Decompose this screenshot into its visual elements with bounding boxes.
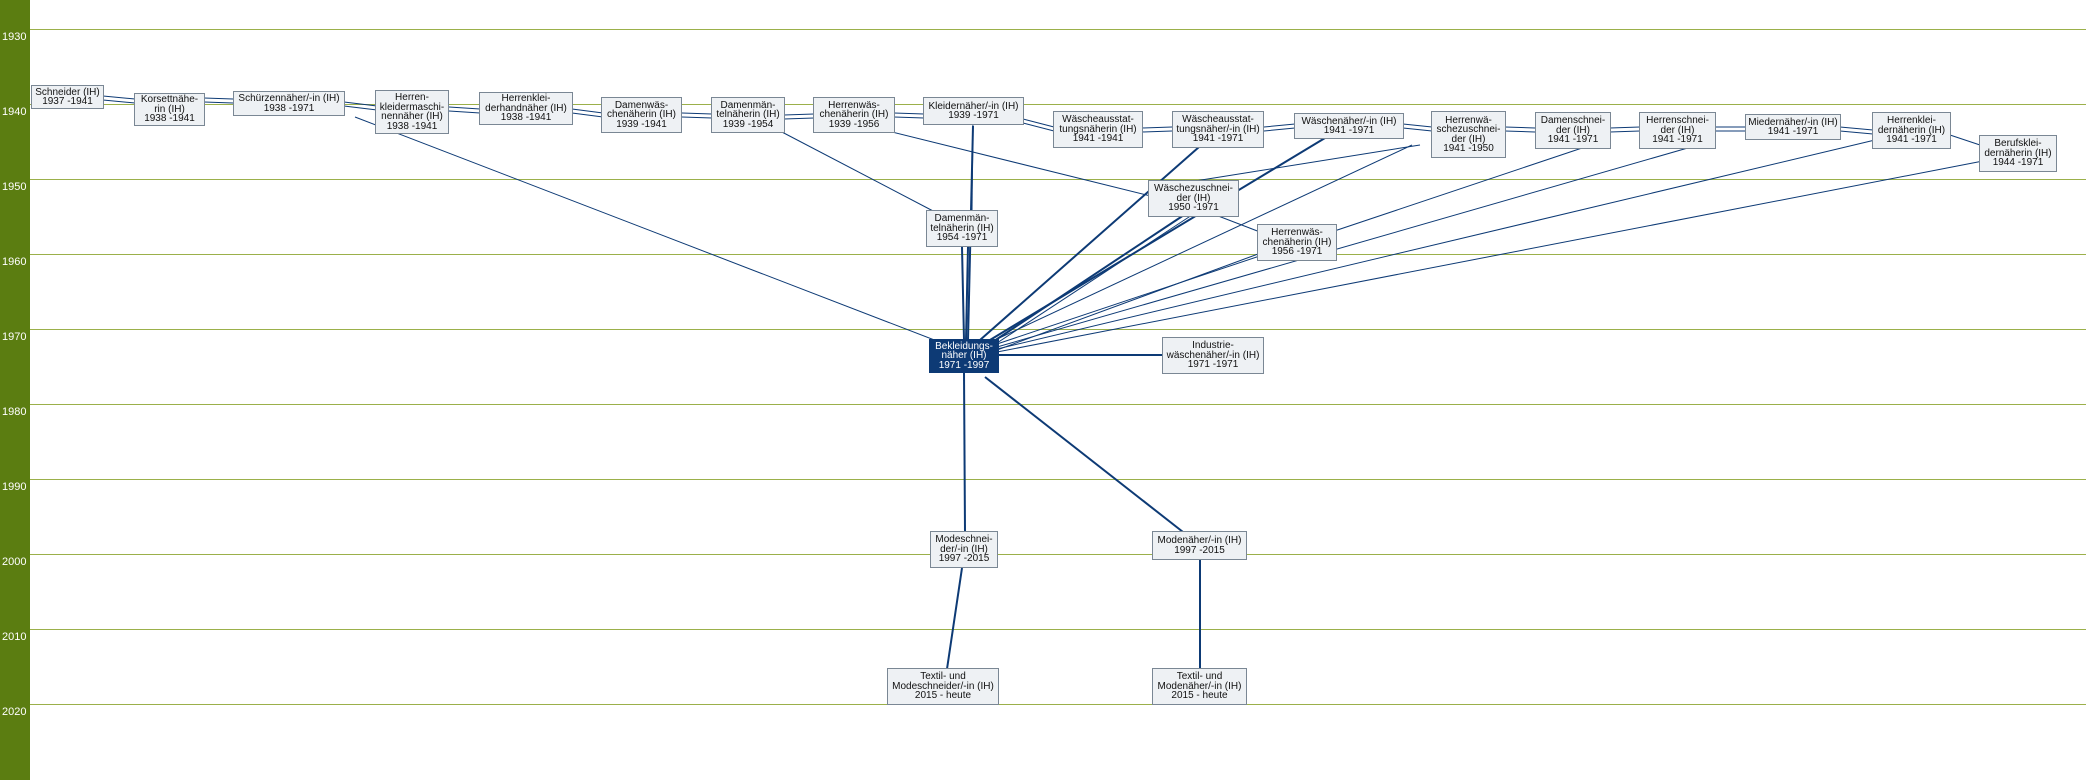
edge [1141,126,1173,133]
gridline-2010 [30,629,2086,630]
node-schneider[interactable]: Schneider (IH)1937 -1941 [31,85,104,109]
node-herrenkleidernaeherin[interactable]: Herrenklei-dernäherin (IH)1941 -1971 [1872,112,1951,149]
gridline-1980 [30,404,2086,405]
node-modeschneider[interactable]: Modeschnei-der/-in (IH)1997 -2015 [930,531,998,568]
node-miedernaeher[interactable]: Miedernäher/-in (IH)1941 -1971 [1745,114,1841,140]
edge [996,214,1193,344]
node-bekleidungsnaeher[interactable]: Bekleidungs-näher (IH)1971 -1997 [929,339,999,373]
edge [961,246,965,341]
edge [1609,126,1641,133]
edge [1949,134,1981,146]
year-label-1960: 1960 [2,256,27,268]
node-industriewaeschenaeher[interactable]: Industrie-wäschenäher/-in (IH)1971 -1971 [1162,337,1264,374]
node-herrenkleidermaschinennaeher[interactable]: Herren-kleidermaschi-nennäher (IH)1938 -… [375,90,449,134]
year-label-1970: 1970 [2,331,27,343]
edge [779,130,936,213]
node-waescheausstattungsnaeherin[interactable]: Wäscheausstat-tungsnäherin (IH)1941 -194… [1053,111,1143,148]
gridline-1940 [30,104,2086,105]
node-herrenwaeschenaeherin-1956[interactable]: Herrenwäs-chenäherin (IH)1956 -1971 [1257,224,1337,261]
node-korsettnaeherin[interactable]: Korsettnähe-rin (IH)1938 -1941 [134,93,205,126]
node-herrenschneider[interactable]: Herrenschnei-der (IH)1941 -1971 [1639,112,1716,149]
edge [979,146,1200,341]
year-label-2020: 2020 [2,706,27,718]
edge [1402,123,1433,132]
node-waescheausstattungsnaeher[interactable]: Wäscheausstat-tungsnäher/-in (IH)1941 -1… [1172,111,1264,148]
year-label-1950: 1950 [2,181,27,193]
edge [963,371,966,533]
edge [996,160,1984,353]
edge [996,139,1876,350]
gridline-1930 [30,29,2086,30]
edge [1504,126,1536,133]
edge [681,112,713,119]
node-kleidernaeher[interactable]: Kleidernäher/-in (IH)1939 -1971 [923,97,1024,125]
edge [1839,126,1874,135]
node-damenwaeschenaeherin[interactable]: Damenwäs-chenäherin (IH)1939 -1941 [601,97,682,133]
node-modenaeher[interactable]: Modenäher/-in (IH)1997 -2015 [1152,531,1247,560]
node-schuerzennaeher[interactable]: Schürzennäher/-in (IH)1938 -1971 [233,91,345,116]
edge [946,567,963,670]
node-herrenwaeschezuschneider[interactable]: Herrenwä-schezuschnei-der (IH)1941 -1950 [1431,111,1506,158]
edge [1715,126,1746,132]
edge [343,101,378,111]
node-berufskleidernaeherin[interactable]: Berufsklei-dernäherin (IH)1944 -1971 [1979,135,2057,172]
node-damenschneider[interactable]: Damenschnei-der (IH)1941 -1971 [1535,112,1611,149]
year-label-2000: 2000 [2,556,27,568]
node-waeschezuschneider[interactable]: Wäschezuschnei-der (IH)1950 -1971 [1148,180,1239,217]
edge [987,214,1185,346]
edge [1263,123,1296,132]
gridline-1990 [30,479,2086,480]
node-damenmantelnaeherin-1939[interactable]: Damenmän-telnäherin (IH)1939 -1954 [711,97,785,133]
node-waeschenaeher[interactable]: Wäschenäher/-in (IH)1941 -1971 [1294,113,1404,139]
edge [448,106,481,114]
edge [354,116,951,347]
year-label-1940: 1940 [2,106,27,118]
edge [996,253,1259,351]
gridline-1950 [30,179,2086,180]
year-label-1980: 1980 [2,406,27,418]
year-label-1930: 1930 [2,31,27,43]
edge [1169,144,1421,186]
edge [996,140,1713,348]
edge [102,95,136,104]
gridline-2000 [30,554,2086,555]
node-herrenkleiderhandnaeher[interactable]: Herrenklei-derhandnäher (IH)1938 -1941 [479,92,573,125]
edge [965,246,969,341]
edge [203,97,234,104]
edge [984,376,1184,533]
gridline-2020 [30,704,2086,705]
node-herrenwaeschenaeherin-1939[interactable]: Herrenwäs-chenäherin (IH)1939 -1956 [813,97,895,133]
edge [1022,118,1055,132]
node-damenmantelnaeherin-1954[interactable]: Damenmän-telnäherin (IH)1954 -1971 [926,210,998,247]
year-label-2010: 2010 [2,631,27,643]
year-axis [0,0,30,780]
edge [571,108,604,118]
year-label-1990: 1990 [2,481,27,493]
gridline-1960 [30,254,2086,255]
edge [893,112,925,119]
edge [783,113,815,120]
edge [994,144,1413,341]
